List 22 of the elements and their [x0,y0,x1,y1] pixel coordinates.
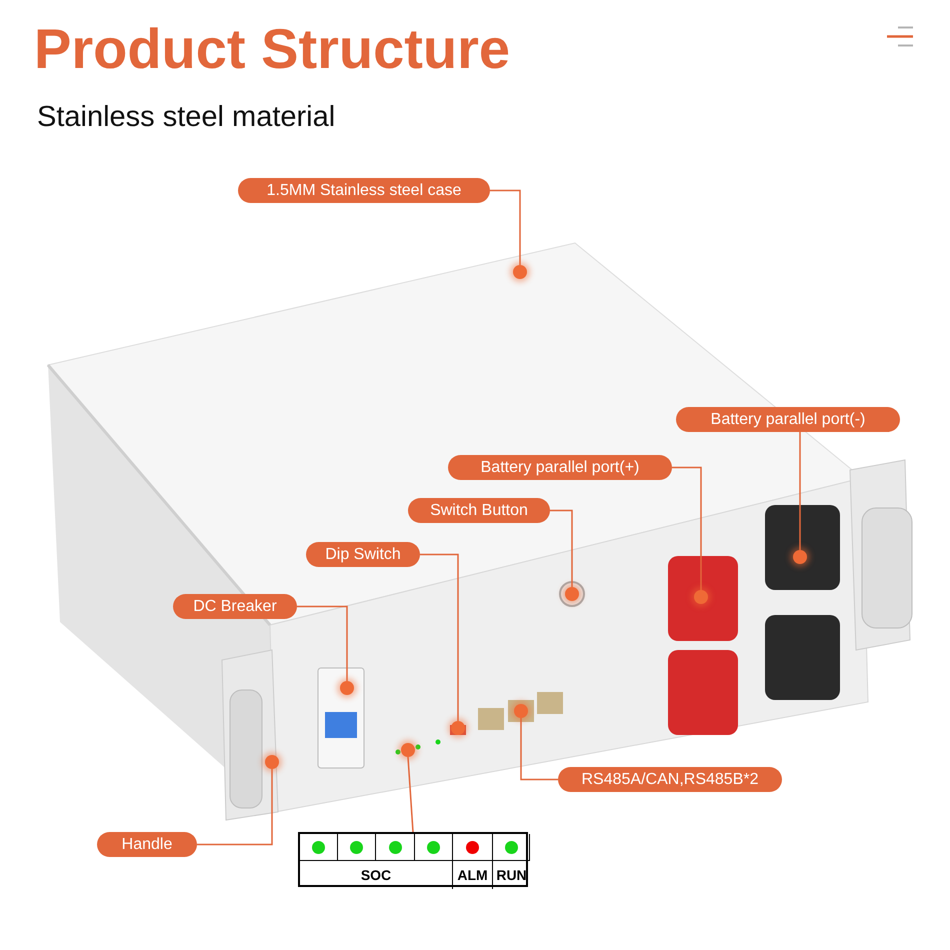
leader-line [407,756,414,832]
callout-label: DC Breaker [173,594,297,619]
led-label: ALM [457,866,488,884]
callout-label: 1.5MM Stainless steel case [238,178,490,203]
callout-label: Battery parallel port(+) [448,455,672,480]
leader-line [550,510,573,587]
leader-line [490,190,521,265]
callout-label: Battery parallel port(-) [676,407,900,432]
led-indicator-table [298,832,528,887]
callout-label: RS485A/CAN,RS485B*2 [558,767,782,792]
leader-line [420,554,459,721]
subtitle: Stainless steel material [37,100,336,135]
callout-label: Switch Button [408,498,550,523]
callout-label: Dip Switch [306,542,420,567]
leader-line [799,432,801,550]
leader-line [672,466,702,590]
leader-line [520,718,558,780]
led-label: RUN [496,866,527,884]
callout-label: Handle [97,832,197,857]
led-label: SOC [360,866,392,884]
leader-line [297,606,348,681]
title: Product Structure [34,16,510,82]
